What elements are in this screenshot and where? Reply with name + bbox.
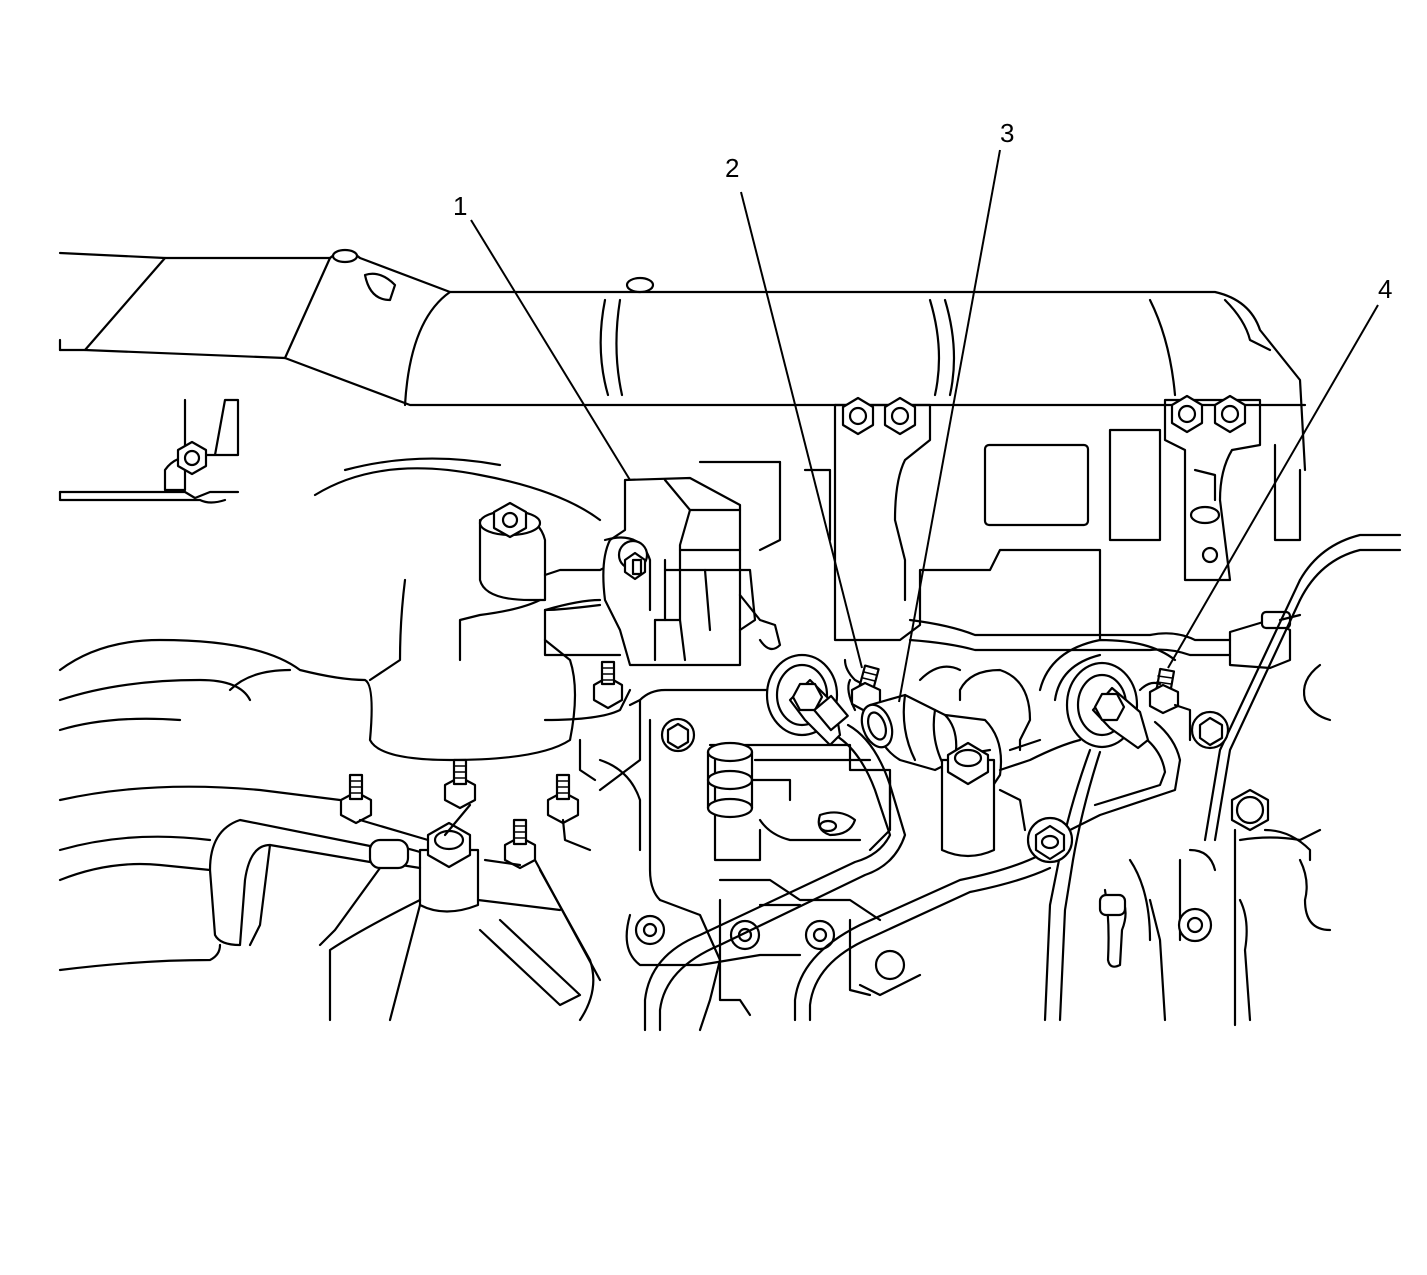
leader-line-4 [1167,304,1379,669]
lower-center-line-bolt [1026,816,1074,864]
stud-nut-c [339,773,373,825]
stud-nut-b [443,758,477,810]
leader-line-2 [740,191,863,669]
component-4-sensor [1138,667,1192,742]
intake-manifold [58,248,1307,472]
right-side-components [1128,533,1402,1027]
component-3-sensor-body [860,693,1003,792]
callout-labels: 1 2 3 4 [453,118,1392,304]
coolant-outlet-housing [58,457,642,762]
studs-and-nuts [339,660,624,913]
center-housing [625,688,922,1032]
injector-fitting-right [1038,638,1177,750]
left-bracket [58,398,240,504]
callout-leaders [470,149,1379,703]
plenum-rear-face [698,394,1302,642]
stud-nut-d [546,773,580,825]
callout-2: 2 [725,153,739,183]
injector-fitting-left [765,653,849,747]
leader-line-1 [470,219,631,481]
stud-nut-a [592,660,624,710]
leader-line-3 [898,149,1001,703]
center-stud-nut [918,665,1082,858]
callout-3: 3 [1000,118,1014,148]
fuel-lines [643,720,1182,1032]
callout-1: 1 [453,191,467,221]
stud-nut-e [503,818,537,870]
callout-4: 4 [1378,274,1392,304]
lower-left-lines [58,688,642,1022]
component-1-actuator [543,476,782,667]
